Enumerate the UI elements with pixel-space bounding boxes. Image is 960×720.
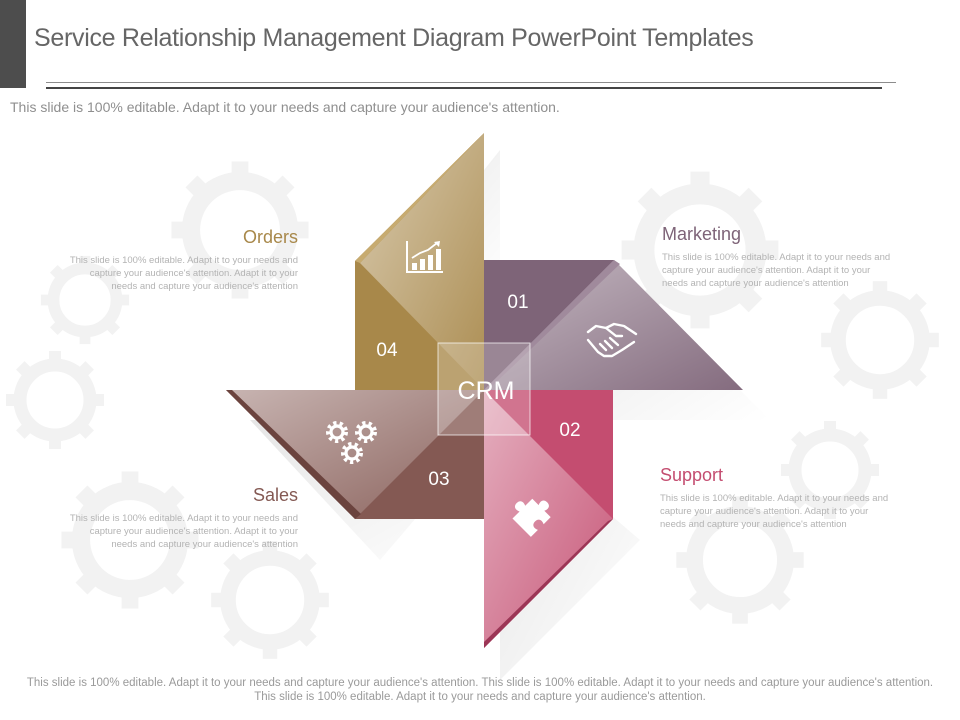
marketing-heading: Marketing <box>662 224 742 244</box>
segment-number-03: 03 <box>428 469 449 490</box>
marketing-description: This slide is 100% editable. Adapt it to… <box>662 252 891 289</box>
orders-heading: Orders <box>242 227 298 247</box>
sales-description: This slide is 100% editable. Adapt it to… <box>69 513 298 550</box>
crm-center-label: CRM <box>458 377 515 405</box>
page-title: Service Relationship Management Diagram … <box>34 24 754 52</box>
support-heading: Support <box>660 465 724 485</box>
page-subtitle: This slide is 100% editable. Adapt it to… <box>10 99 560 115</box>
segment-number-02: 02 <box>559 420 580 441</box>
title-accent-bar <box>0 0 26 88</box>
support-text-block: Support This slide is 100% editable. Ada… <box>660 465 890 531</box>
support-description: This slide is 100% editable. Adapt it to… <box>660 493 889 530</box>
sales-text-block: Sales This slide is 100% editable. Adapt… <box>68 485 298 551</box>
gears-icon <box>326 421 377 464</box>
marketing-text-block: Marketing This slide is 100% editable. A… <box>662 224 892 290</box>
segment-sales <box>226 390 484 519</box>
segment-number-01: 01 <box>507 292 528 313</box>
footer-text: This slide is 100% editable. Adapt it to… <box>26 677 934 703</box>
orders-text-block: Orders This slide is 100% editable. Adap… <box>68 227 298 293</box>
orders-description: This slide is 100% editable. Adapt it to… <box>69 255 298 292</box>
puzzle-icon <box>512 498 551 537</box>
title-divider-thin <box>46 82 896 83</box>
sales-heading: Sales <box>252 485 298 505</box>
crm-center-box <box>437 342 531 436</box>
handshake-icon <box>586 322 638 358</box>
segment-number-04: 04 <box>376 340 398 361</box>
title-divider-thick <box>46 87 882 89</box>
bar-chart-icon <box>406 241 443 273</box>
